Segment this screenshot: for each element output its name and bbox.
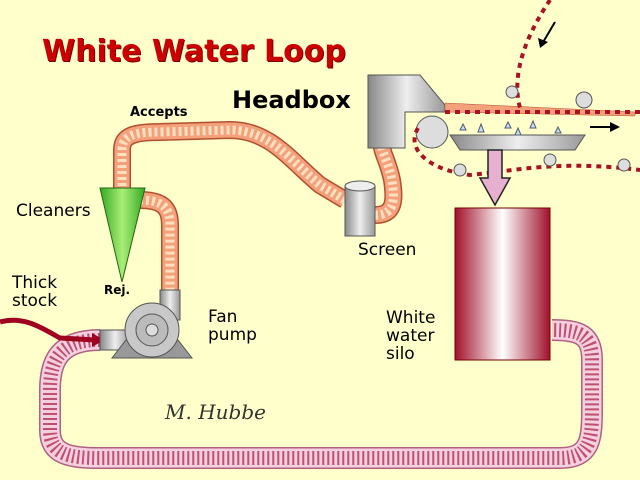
author-signature: M. Hubbe xyxy=(165,400,266,424)
label-screen: Screen xyxy=(358,240,417,260)
drainage-arrow xyxy=(478,149,512,207)
white-water-pipe xyxy=(39,319,603,469)
label-cleaners: Cleaners xyxy=(16,201,91,221)
screen xyxy=(344,180,376,237)
forming-section xyxy=(412,0,640,178)
thick-stock-line xyxy=(0,317,96,343)
label-accepts: Accepts xyxy=(130,105,188,120)
label-rejects: Rej. xyxy=(104,283,131,297)
cleaner-cone xyxy=(99,187,146,283)
fan-pump xyxy=(99,289,194,359)
label-thick-stock: Thick stock xyxy=(12,273,58,311)
white-water-silo xyxy=(454,207,551,361)
label-white-water-silo: White water silo xyxy=(386,308,436,364)
arrow-down-icon xyxy=(541,21,556,45)
label-fan-pump: Fan pump xyxy=(208,307,257,345)
diagram-title: White Water Loop xyxy=(42,34,346,69)
thick-stock-arrow xyxy=(92,333,104,347)
label-headbox: Headbox xyxy=(232,86,351,114)
